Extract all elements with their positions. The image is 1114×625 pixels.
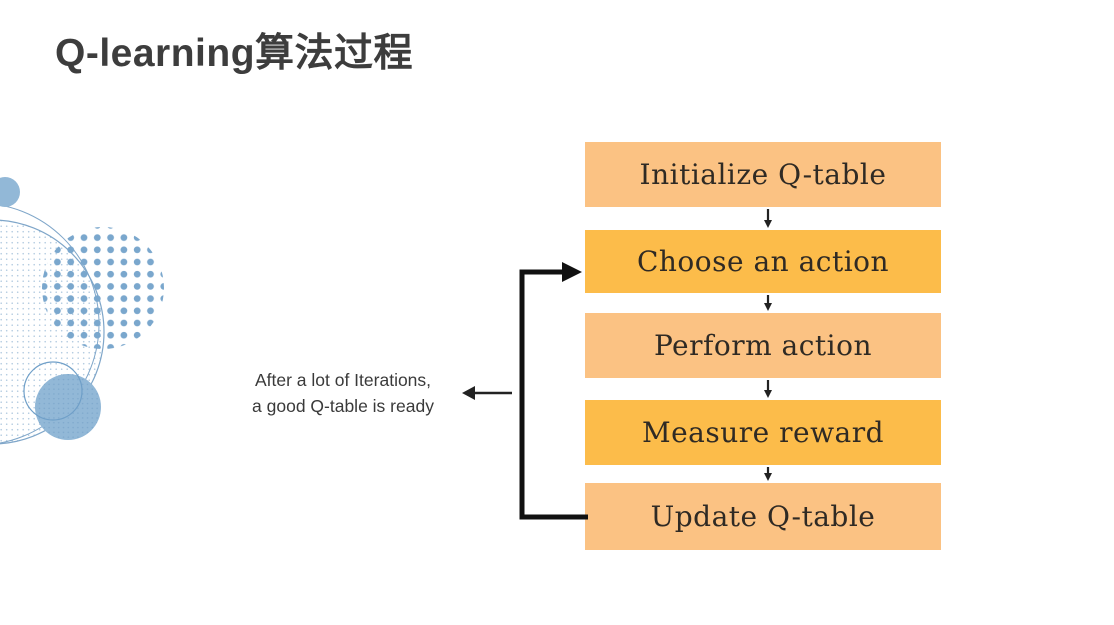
down-arrow-icon (764, 209, 772, 228)
annotation-line-2: a good Q-table is ready (252, 396, 434, 416)
solid-circle-bottom-texture (35, 374, 101, 440)
loop-arrow-icon (462, 262, 588, 520)
down-arrow-icon (764, 467, 772, 481)
step-choose-an-action: Choose an action (585, 230, 941, 293)
step-initialize-q-table: Initialize Q-table (585, 142, 941, 207)
page-title: Q-learning算法过程 (55, 32, 414, 75)
step-measure-reward: Measure reward (585, 400, 941, 465)
dot-grid-blob (42, 227, 164, 349)
step-perform-action: Perform action (585, 313, 941, 378)
outline-circle-bottom (23, 361, 83, 421)
annotation-line-1: After a lot of Iterations, (254, 370, 432, 390)
step-update-q-table: Update Q-table (585, 483, 941, 550)
loop-exit-annotation: After a lot of Iterations, a good Q-tabl… (232, 367, 454, 419)
left-arrow-icon (462, 386, 512, 400)
decorative-circles (0, 177, 164, 445)
down-arrow-icon (764, 295, 772, 311)
solid-circle-small (0, 177, 20, 207)
down-arrow-icon (764, 380, 772, 398)
